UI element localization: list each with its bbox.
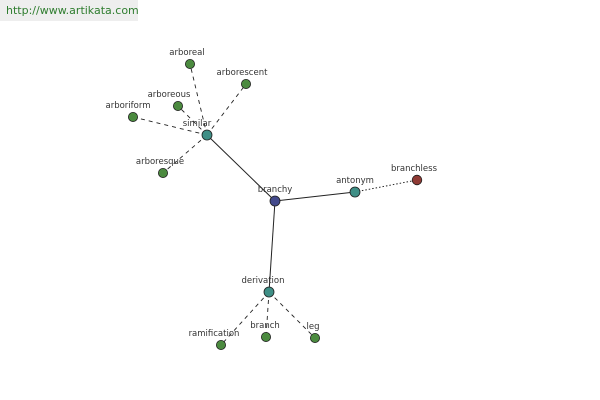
node-label-arboresque[interactable]: arboresque [136, 157, 184, 167]
edge-similar-arboreous [177, 105, 208, 136]
node-marker-antonym[interactable] [349, 186, 361, 198]
node-marker-ramification[interactable] [215, 339, 226, 350]
node-arborescent[interactable]: arborescent [217, 68, 269, 90]
node-label-similar[interactable]: similar [183, 119, 212, 129]
edge-branchy-derivation [268, 200, 276, 293]
node-marker-leg[interactable] [309, 332, 320, 343]
node-similar[interactable]: similar [183, 119, 213, 141]
edge-derivation-leg [268, 291, 316, 339]
node-label-antonym[interactable]: antonym [336, 176, 374, 186]
edge-derivation-ramification [220, 291, 270, 346]
node-branchless[interactable]: branchless [391, 164, 438, 186]
node-arboriform[interactable]: arboriform [106, 101, 151, 123]
node-label-ramification[interactable]: ramification [189, 329, 240, 339]
node-label-derivation[interactable]: derivation [241, 276, 284, 286]
node-branch[interactable]: branch [250, 321, 280, 342]
node-arboreous[interactable]: arboreous [148, 90, 191, 112]
node-branchy[interactable]: branchy [258, 185, 293, 207]
node-marker-branchless[interactable] [411, 174, 423, 186]
node-marker-branch[interactable] [260, 331, 271, 342]
node-derivation[interactable]: derivation [241, 276, 285, 298]
node-marker-arboreal[interactable] [184, 59, 195, 70]
node-label-branchy[interactable]: branchy [258, 185, 293, 195]
node-ramification[interactable]: ramification [189, 329, 240, 350]
node-label-branchless[interactable]: branchless [391, 164, 438, 174]
node-marker-arborescent[interactable] [240, 79, 251, 90]
edge-branchy-antonym [274, 191, 356, 202]
edge-similar-arborescent [206, 83, 247, 136]
nodes-layer: branchy similar antonym derivation arboreal a… [106, 48, 438, 350]
node-arboresque[interactable]: arboresque [136, 157, 184, 178]
site-url-banner[interactable]: http://www.artikata.com [0, 0, 139, 21]
node-label-arboriform[interactable]: arboriform [106, 101, 151, 111]
node-antonym[interactable]: antonym [336, 176, 374, 198]
node-marker-arboresque[interactable] [157, 167, 168, 178]
node-label-arboreous[interactable]: arboreous [148, 90, 191, 100]
node-marker-similar[interactable] [201, 129, 213, 141]
node-marker-arboriform[interactable] [127, 112, 138, 123]
edge-similar-arboresque [162, 134, 208, 174]
node-marker-arboreous[interactable] [172, 101, 183, 112]
node-label-branch[interactable]: branch [250, 321, 280, 331]
edges-layer [132, 63, 418, 346]
edge-antonym-branchless [354, 179, 418, 193]
node-label-leg[interactable]: leg [307, 322, 320, 332]
edge-branchy-similar [206, 134, 276, 202]
node-label-arborescent[interactable]: arborescent [217, 68, 269, 78]
node-label-arboreal[interactable]: arboreal [169, 48, 204, 58]
node-marker-derivation[interactable] [263, 286, 275, 298]
node-leg[interactable]: leg [307, 322, 320, 343]
node-marker-branchy[interactable] [269, 195, 281, 207]
node-arboreal[interactable]: arboreal [169, 48, 205, 70]
